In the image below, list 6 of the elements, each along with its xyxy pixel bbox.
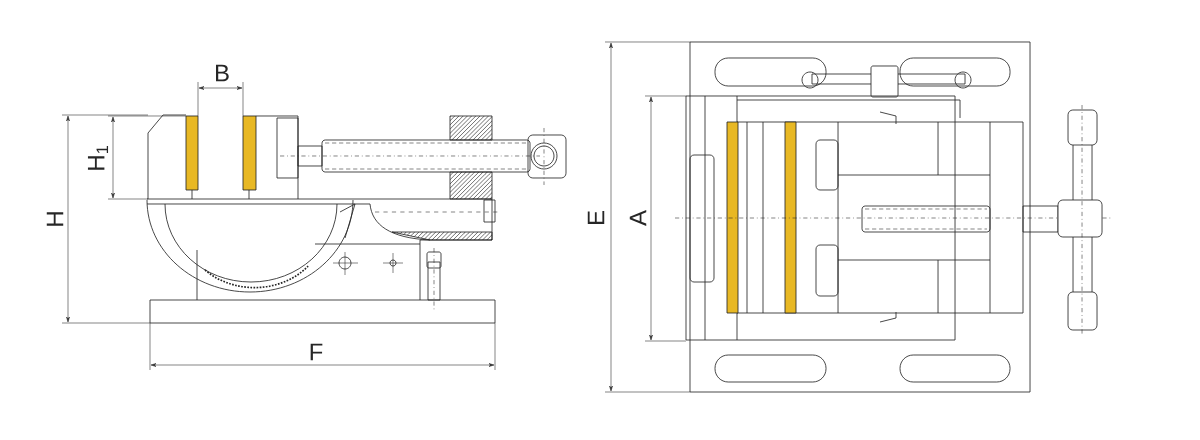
dimension-label: E <box>587 211 605 224</box>
dimension-label: H <box>46 212 64 226</box>
dimension-label: F <box>310 343 323 361</box>
dimension-label: B <box>216 64 229 82</box>
dimension-label: A <box>629 210 647 226</box>
dimension-label: H$_{1}$ <box>87 145 109 170</box>
